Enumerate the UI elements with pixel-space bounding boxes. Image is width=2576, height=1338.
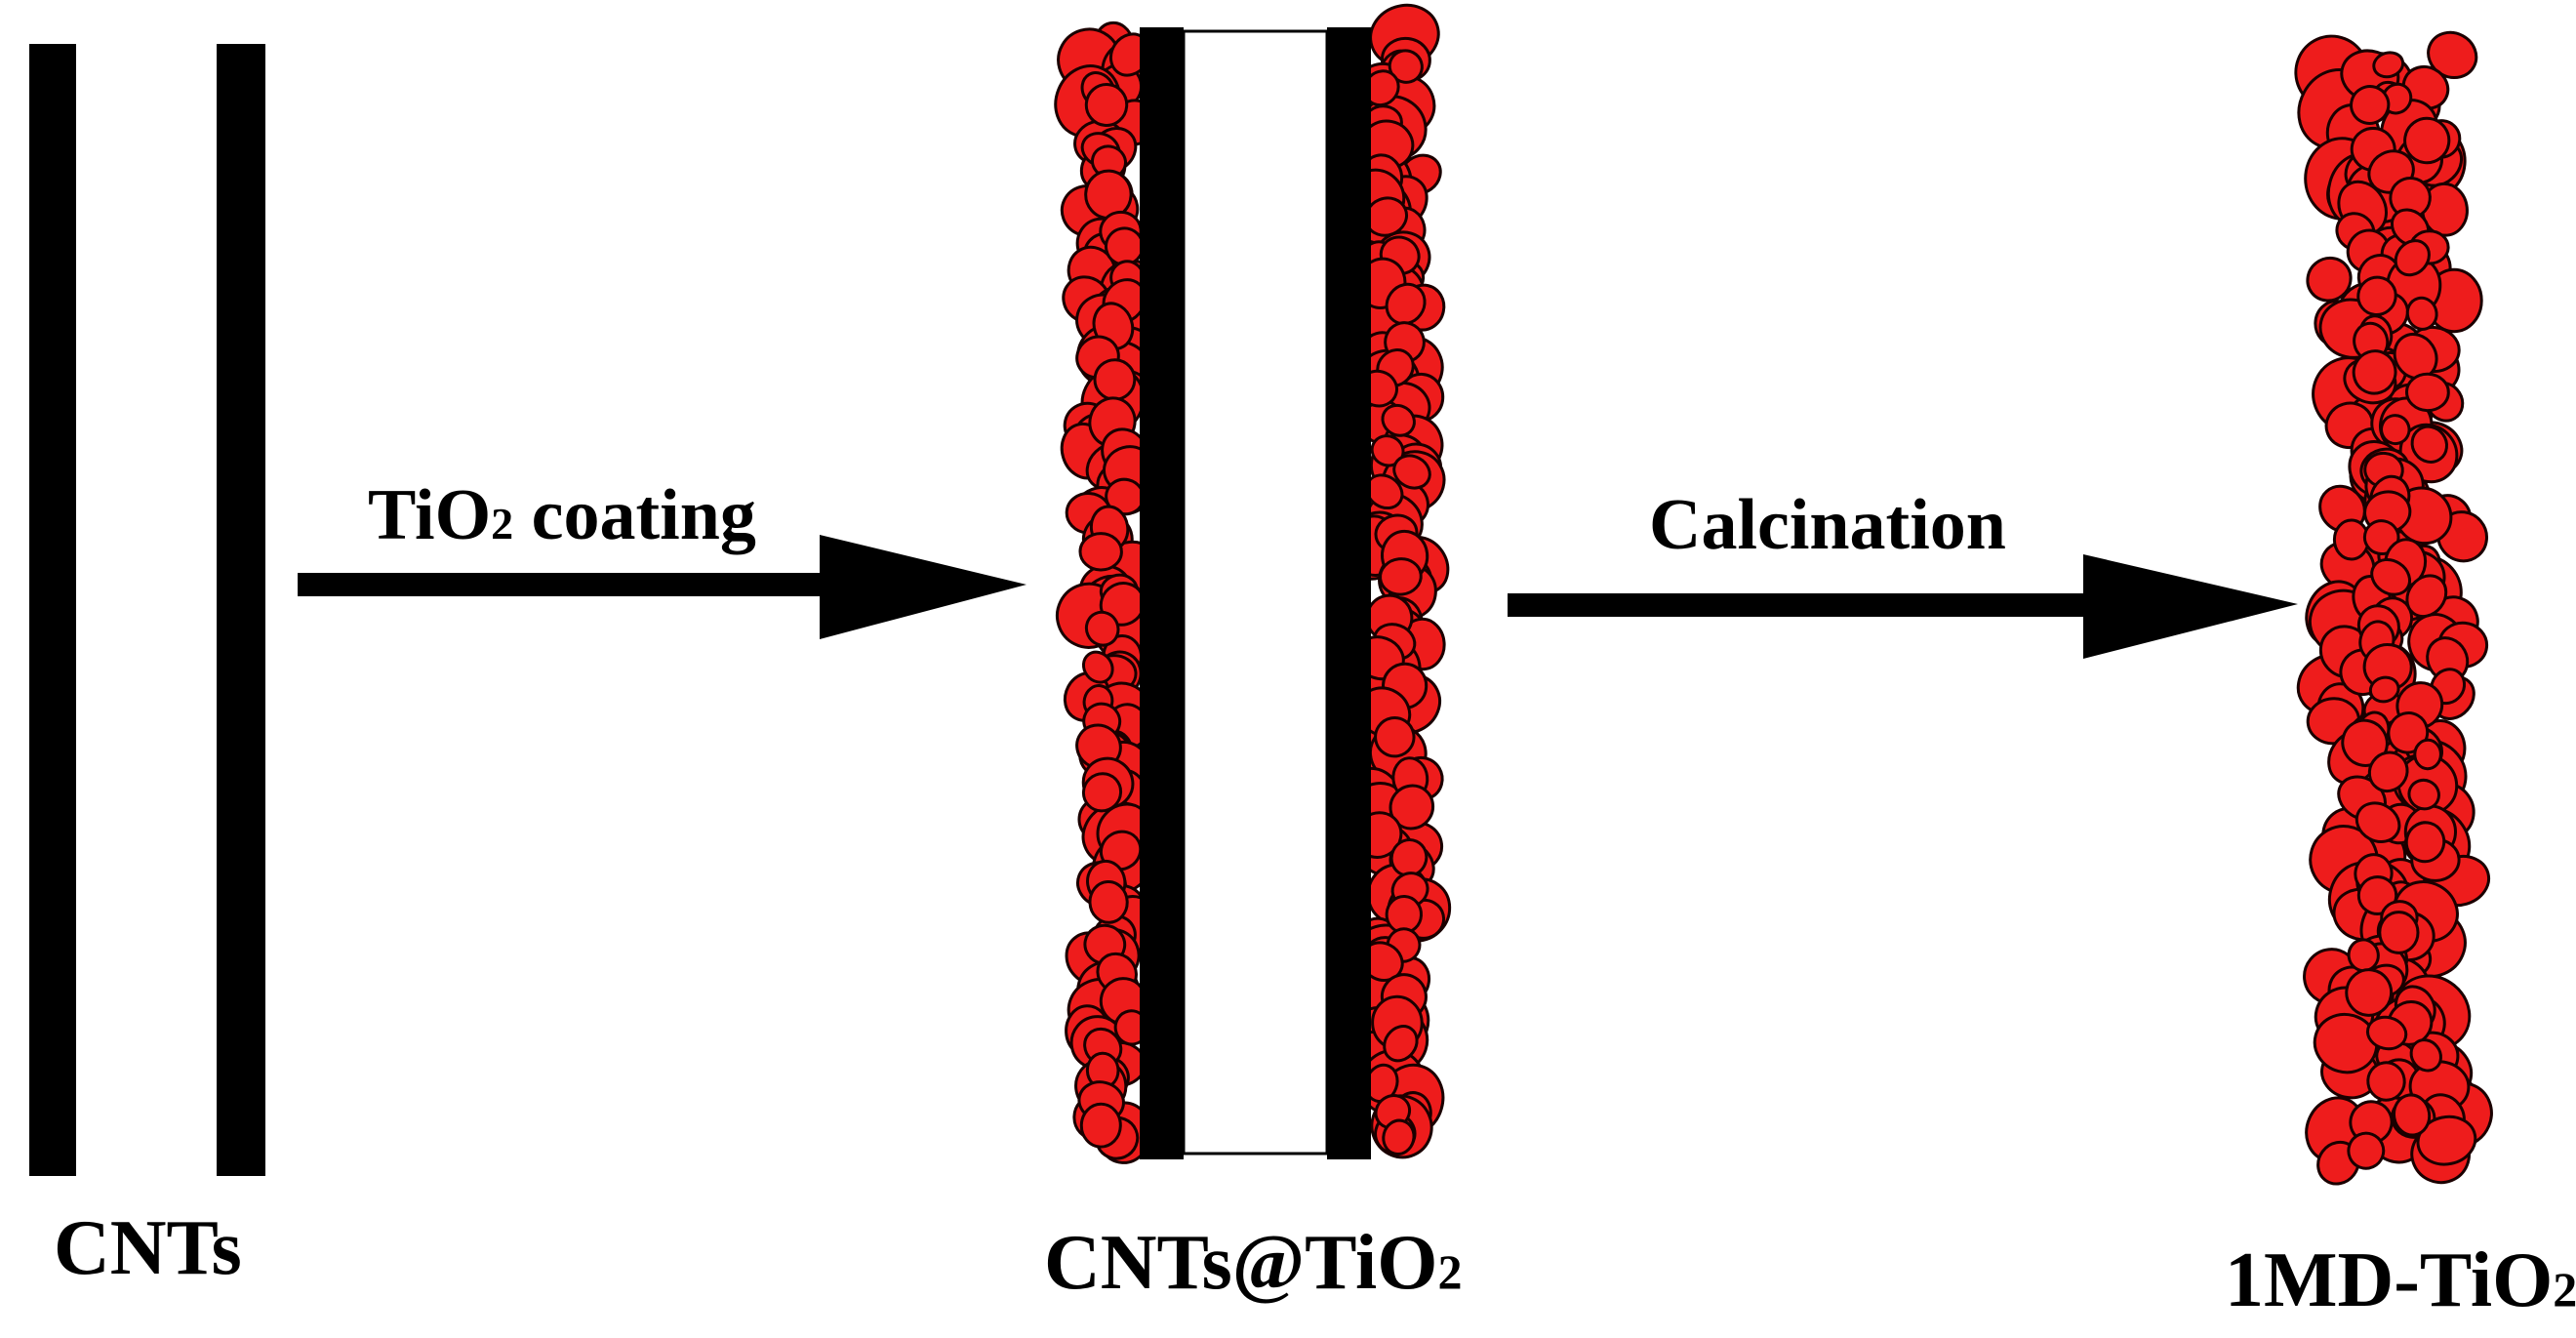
tio2-particle — [2332, 518, 2370, 561]
arrow-coating — [298, 535, 1026, 639]
coated-tube-interior — [1182, 29, 1329, 1156]
tio2-particle — [1078, 532, 1123, 572]
tio2-particle — [2356, 275, 2397, 316]
tio2-particle — [2393, 1093, 2432, 1137]
tio2-particle-column — [2294, 30, 2493, 1186]
tio2-particle — [1379, 557, 1423, 596]
tio2-particle — [1389, 838, 1429, 877]
stage-label-1md-tio2: 1MD-TiO2 — [2225, 1237, 2576, 1323]
tio2-particle — [2394, 239, 2431, 277]
step-label-coating: TiO2 coating — [368, 475, 756, 555]
tio2-particle — [1093, 358, 1137, 401]
tio2-particle — [1385, 282, 1427, 326]
tio2-particle — [2347, 1131, 2386, 1170]
arrow-calcination-shaft — [1508, 593, 2093, 617]
tio2-particle — [2405, 296, 2438, 331]
stage-label-cnts-tio2: CNTs@TiO2 — [1044, 1220, 1462, 1306]
tio2-particle — [2313, 1012, 2379, 1074]
coated-tube-right-wall — [1327, 27, 1371, 1159]
arrow-coating-head — [820, 535, 1026, 639]
tio2-particle — [2407, 778, 2440, 811]
cnt-tube-right-wall — [217, 44, 265, 1176]
tio2-particle — [2416, 1115, 2477, 1166]
tio2-particle — [2413, 738, 2442, 771]
tio2-particle — [2405, 574, 2448, 619]
tio2-particle — [2410, 425, 2448, 464]
tio2-particle — [2404, 821, 2446, 864]
tio2-particle — [1381, 403, 1416, 437]
tio2-particle — [1084, 610, 1120, 647]
tio2-particle — [2350, 85, 2391, 125]
tio2-particle — [2365, 1015, 2408, 1051]
step-label-calcination: Calcination — [1649, 485, 2006, 565]
tio2-particle — [2370, 557, 2412, 596]
cnt-tube-interior — [76, 44, 217, 1176]
tio2-particle — [2345, 968, 2394, 1017]
tio2-particle — [1374, 716, 1416, 758]
tio2-particles-left — [1054, 20, 1167, 1164]
tio2-particle — [2389, 176, 2432, 220]
tio2-particle — [1392, 454, 1431, 490]
tio2-particle — [1079, 1102, 1122, 1149]
tio2-particle — [2405, 372, 2450, 413]
arrow-coating-shaft — [298, 573, 829, 596]
tio2-particle — [1088, 880, 1129, 924]
tio2-particle — [1081, 650, 1114, 684]
tio2-particle — [2378, 911, 2420, 954]
tio2-particle — [2352, 349, 2397, 395]
tio2-particle — [1383, 1025, 1419, 1063]
tio2-particle — [2306, 256, 2353, 303]
arrow-calcination — [1508, 554, 2298, 659]
coated-tube — [1054, 3, 1452, 1164]
stage-label-cnts: CNTs — [54, 1205, 242, 1291]
tio2-particle — [2368, 675, 2400, 704]
cnt-tube-left-wall — [29, 44, 76, 1176]
tio2-particle — [2372, 51, 2405, 79]
tio2-particle — [1382, 1118, 1416, 1156]
arrow-calcination-head — [2083, 554, 2298, 659]
tio2-particle — [2366, 1061, 2406, 1102]
tio2-particle — [2355, 801, 2401, 843]
coated-tube-left-wall — [1140, 27, 1184, 1159]
tio2-particle — [2367, 750, 2409, 793]
tio2-particle — [2403, 116, 2451, 165]
tio2-particle — [2349, 1100, 2394, 1145]
tio2-particle — [2380, 414, 2411, 446]
tio2-particle — [2409, 1038, 2442, 1073]
tio2-particle — [1084, 83, 1129, 127]
cnt-tube — [29, 44, 265, 1176]
